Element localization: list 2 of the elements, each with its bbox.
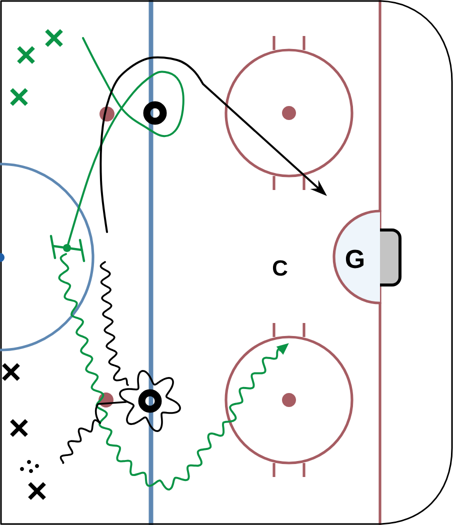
position-letter: C — [272, 260, 288, 276]
goal-crease: G — [332, 210, 382, 304]
